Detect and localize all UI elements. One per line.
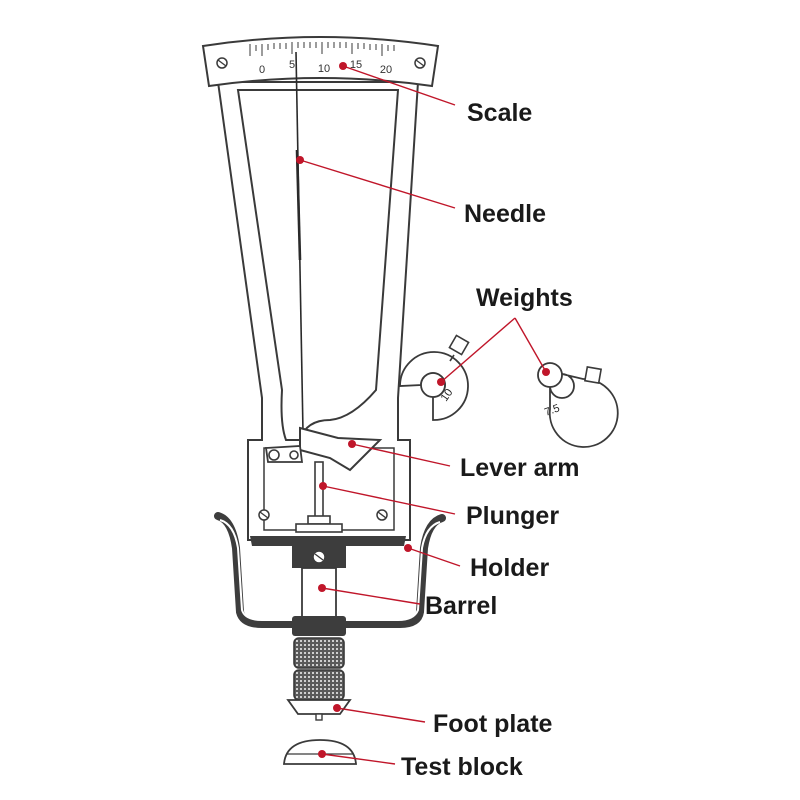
label-lever-arm: Lever arm	[460, 454, 580, 482]
plunger	[295, 461, 343, 533]
scale-number-0: 0	[259, 64, 265, 76]
leader-lines	[296, 62, 550, 765]
label-holder: Holder	[470, 554, 549, 582]
weight-10-value: 10	[439, 387, 456, 404]
labels: Scale Needle Weights Lever arm Plunger H…	[401, 99, 580, 781]
scale-number-5: 5	[289, 59, 295, 71]
knurled-grip	[293, 637, 345, 701]
scale-screw-right	[414, 57, 426, 69]
label-test-block: Test block	[401, 753, 523, 781]
scale-plate: 0 5 10 15 20	[201, 36, 440, 88]
label-scale: Scale	[467, 99, 532, 127]
label-foot-plate: Foot plate	[433, 710, 553, 738]
scale-screw-left	[216, 57, 228, 69]
scale-number-15: 15	[350, 59, 362, 71]
housing-screw-left	[258, 509, 270, 521]
label-barrel: Barrel	[425, 592, 497, 620]
weight-7-5: 7.5	[537, 362, 619, 448]
label-weights: Weights	[476, 284, 573, 312]
label-plunger: Plunger	[466, 502, 559, 530]
housing-screw-right	[376, 509, 388, 521]
barrel	[292, 546, 346, 636]
scale-number-20: 20	[380, 64, 392, 76]
needle	[295, 51, 304, 433]
lever-arm	[264, 426, 383, 472]
scale-ticks	[249, 42, 395, 56]
foot-plate	[286, 699, 352, 721]
label-needle: Needle	[464, 200, 546, 228]
weight-10: 10	[399, 334, 470, 421]
scale-number-10: 10	[318, 63, 330, 75]
weight-7-5-value: 7.5	[543, 402, 561, 419]
housing-base	[250, 536, 406, 546]
